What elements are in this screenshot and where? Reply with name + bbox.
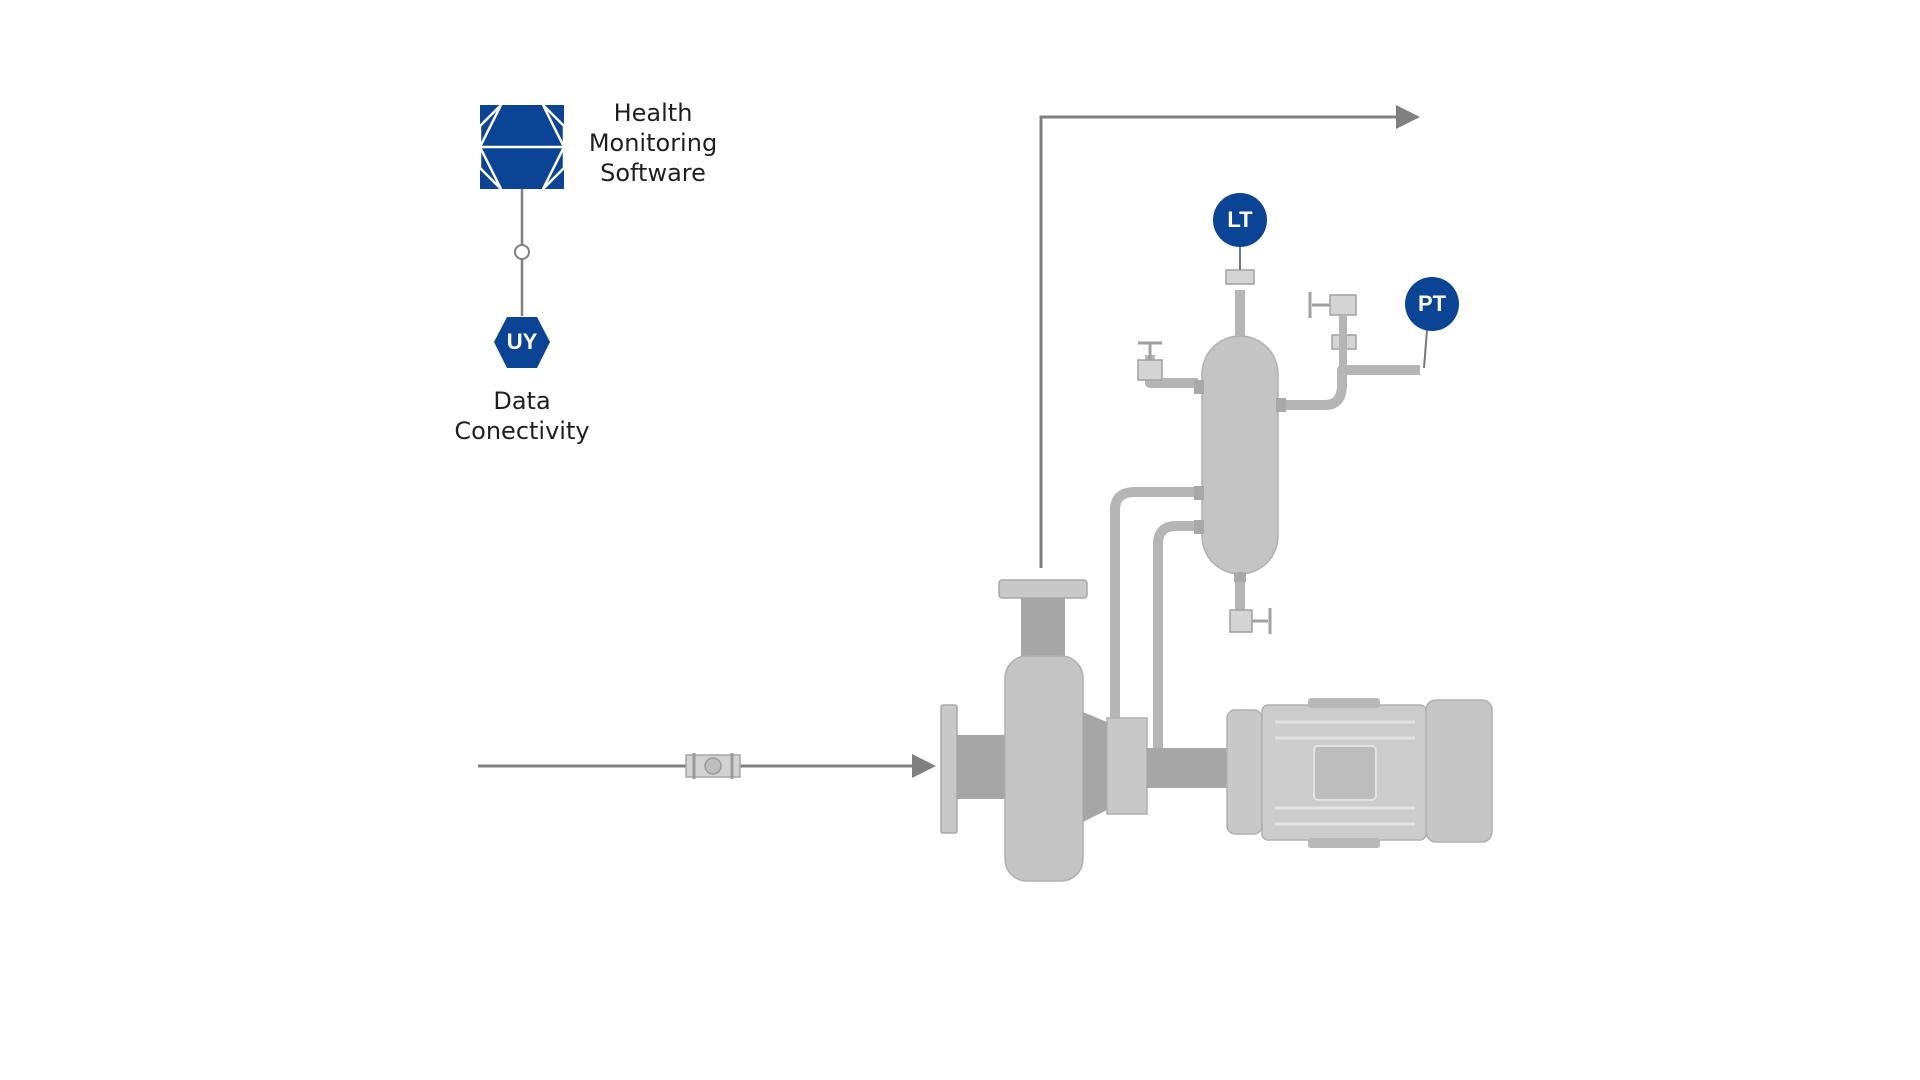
vent-valve-icon: [1137, 341, 1163, 381]
software-label-line-1: Health: [613, 99, 693, 127]
centrifugal-pump-icon: [940, 579, 1227, 882]
connectivity-label: Data Conectivity: [442, 386, 602, 446]
seal-pot-vessel-icon: [1194, 269, 1286, 582]
discharge-arrow-icon: [1396, 105, 1420, 129]
suction-line: [478, 753, 936, 779]
pt-bubble-icon: [1405, 277, 1459, 331]
lt-tag-label: LT: [1227, 207, 1253, 232]
pt-leader-line: [1423, 329, 1428, 369]
data-connectivity-hexagon-icon: [494, 317, 550, 368]
inline-flow-meter-icon: [685, 753, 741, 779]
software-label-line-3: Software: [600, 159, 706, 187]
pt-tag-label: PT: [1417, 291, 1447, 316]
software-label-line-2: Monitoring: [588, 129, 718, 157]
uy-tag-label: UY: [506, 329, 538, 354]
lt-bubble-icon: [1213, 193, 1267, 247]
data-link-line: [514, 189, 530, 316]
connectivity-label-line-2: Conectivity: [454, 417, 590, 445]
health-monitoring-software-icon: [478, 104, 566, 190]
software-label: Health Monitoring Software: [578, 98, 728, 188]
electric-motor-icon: [1226, 698, 1493, 848]
discharge-line: [1039, 105, 1420, 568]
drain-valve-icon: [1229, 608, 1272, 634]
suction-arrow-icon: [912, 754, 936, 778]
pressure-valve-icon: [1308, 292, 1357, 370]
connectivity-label-line-1: Data: [493, 387, 551, 415]
